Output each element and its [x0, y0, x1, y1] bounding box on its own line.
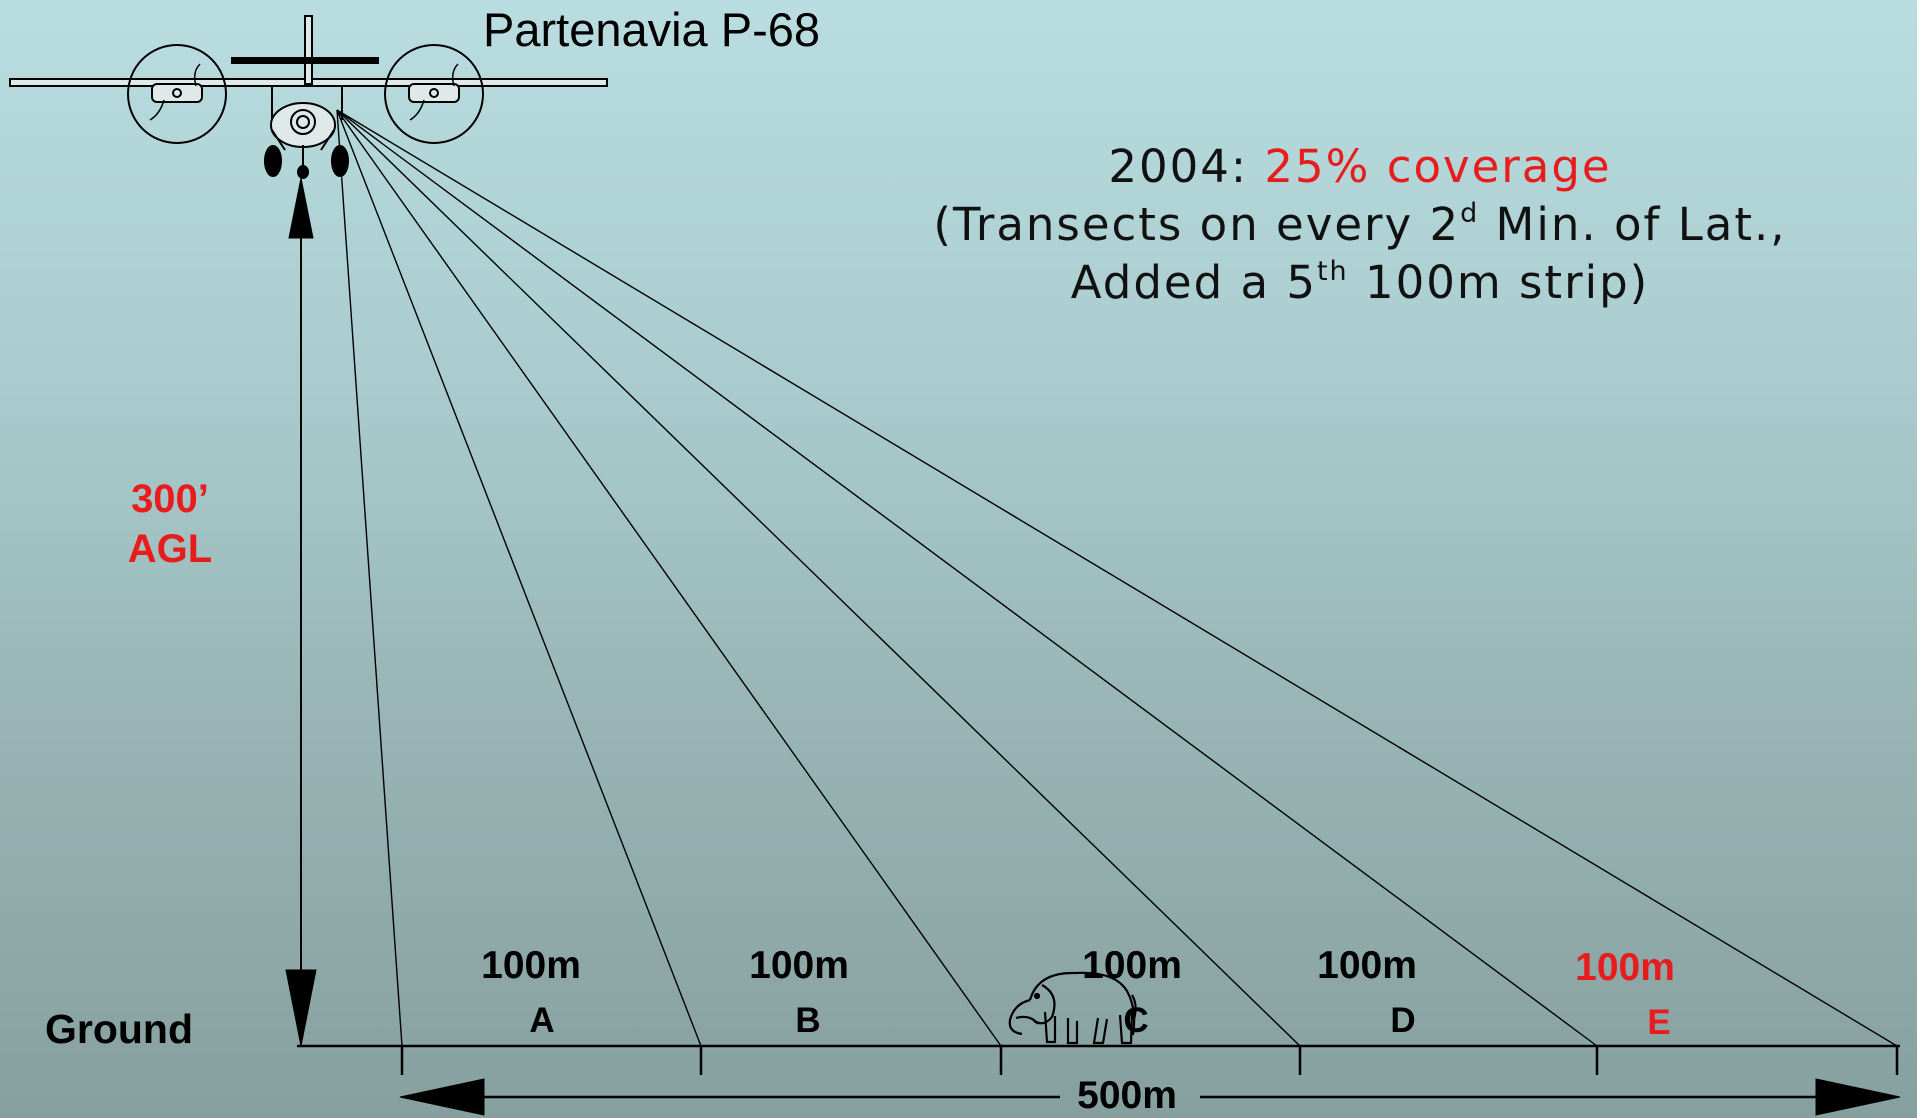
strip-c-label: C: [1123, 1001, 1149, 1040]
sight-line-1: [336, 109, 702, 1047]
ground-label: Ground: [45, 1006, 194, 1052]
altitude-arrow: [285, 177, 317, 1047]
coverage-line-1: 2004: 25% coverage: [880, 138, 1840, 196]
aircraft-icon: [9, 15, 608, 179]
coverage-line-3: Added a 5th 100m strip): [1070, 256, 1650, 309]
ground-line: [297, 1044, 1900, 1075]
sight-line-5: [336, 109, 1898, 1047]
elephant-icon: [1008, 971, 1137, 1045]
strip-d-distance: 100m: [1317, 944, 1417, 987]
sight-line-0: [336, 109, 403, 1047]
arrow-down-icon: [285, 969, 317, 1047]
arrow-up-icon: [288, 177, 314, 239]
sight-line-4: [336, 109, 1598, 1047]
strip-a-label: A: [529, 1001, 555, 1040]
strip-c-distance: 100m: [1082, 944, 1182, 987]
sight-lines: [336, 109, 1898, 1047]
strip-e-label: E: [1647, 1003, 1671, 1042]
altitude-value: 300’: [131, 477, 209, 521]
total-width-arrow: [399, 1078, 1901, 1116]
altitude-label: 300’ AGL: [120, 474, 220, 574]
aircraft-name: Partenavia P-68: [483, 3, 821, 56]
strip-d-label: D: [1390, 1001, 1416, 1040]
strip-a-distance: 100m: [481, 944, 581, 987]
coverage-note: 2004: 25% coverage (Transects on every 2…: [880, 138, 1840, 312]
sight-line-2: [336, 109, 1002, 1047]
arrow-left-icon: [399, 1078, 485, 1116]
strip-b-label: B: [795, 1001, 821, 1040]
strip-e-distance: 100m: [1575, 946, 1675, 989]
altitude-unit: AGL: [127, 527, 213, 571]
strip-b-distance: 100m: [749, 944, 849, 987]
arrow-right-icon: [1815, 1078, 1901, 1116]
coverage-year: 2004:: [1108, 140, 1265, 193]
sight-line-3: [336, 109, 1301, 1047]
coverage-line-2: (Transects on every 2d Min. of Lat.,: [933, 198, 1787, 251]
total-width-label: 500m: [1077, 1074, 1177, 1117]
coverage-value: 25% coverage: [1264, 140, 1612, 193]
